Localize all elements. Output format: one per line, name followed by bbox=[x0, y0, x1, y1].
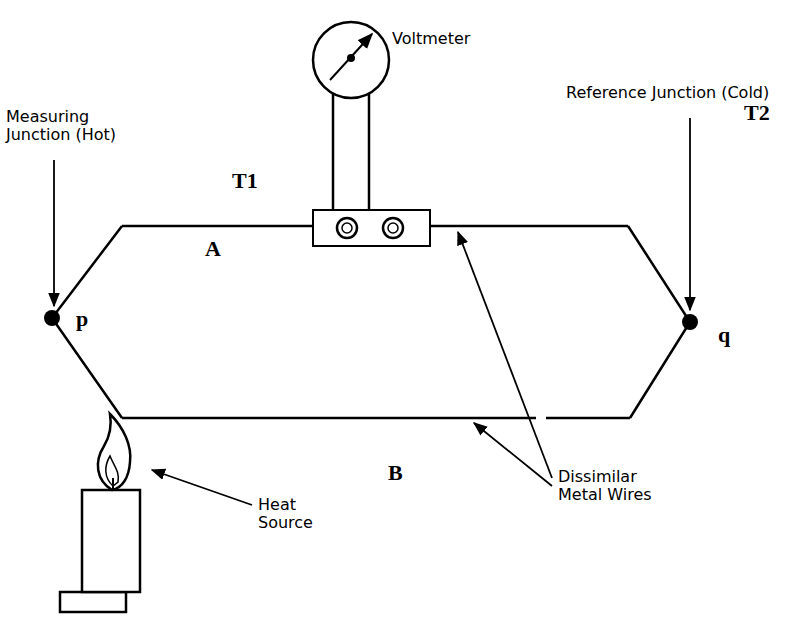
wire-b bbox=[122, 417, 536, 420]
terminal bbox=[388, 223, 398, 233]
leader-line bbox=[53, 160, 55, 306]
leader-line bbox=[152, 470, 252, 505]
lead-wire bbox=[332, 94, 335, 210]
junction-label: Measuring Junction (Hot) bbox=[6, 108, 156, 145]
candle-flame bbox=[98, 414, 130, 490]
terminal-block bbox=[313, 210, 430, 246]
junction-dot bbox=[44, 310, 60, 326]
terminal bbox=[342, 223, 352, 233]
instrument-label: Voltmeter bbox=[392, 30, 470, 48]
candle-wick bbox=[112, 478, 114, 490]
lead-wire bbox=[368, 94, 371, 210]
junction-name: q bbox=[718, 322, 730, 347]
temperature-label: T2 bbox=[744, 100, 770, 125]
terminal bbox=[337, 218, 357, 238]
leader-line bbox=[458, 232, 552, 478]
leader-line bbox=[689, 118, 691, 310]
candle-base bbox=[60, 592, 126, 612]
terminal bbox=[383, 218, 403, 238]
wire-left bbox=[52, 226, 122, 418]
needle-pivot bbox=[347, 54, 355, 62]
junction-name: p bbox=[76, 306, 88, 331]
wire-label: A bbox=[205, 236, 221, 261]
candle-body bbox=[82, 490, 140, 592]
junction-label: Reference Junction (Cold) bbox=[566, 84, 776, 102]
temperature-label: T1 bbox=[232, 168, 258, 193]
junction-dot bbox=[682, 314, 698, 330]
wire-b bbox=[546, 417, 630, 420]
voltmeter-needle bbox=[330, 34, 372, 80]
wire-label: B bbox=[388, 460, 403, 485]
voltmeter-dial bbox=[313, 22, 389, 98]
leader-line bbox=[474, 423, 552, 486]
wire-a bbox=[430, 225, 628, 228]
heat-source-label: Heat Source bbox=[258, 496, 328, 533]
wire-a bbox=[122, 225, 313, 228]
wire-right bbox=[628, 226, 690, 418]
wires-label: Dissimilar Metal Wires bbox=[558, 468, 668, 505]
